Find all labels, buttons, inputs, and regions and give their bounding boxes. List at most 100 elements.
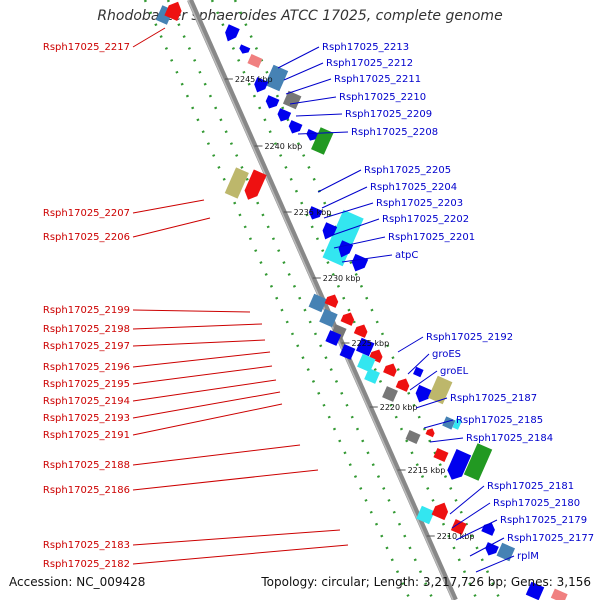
left-gene-label[interactable]: Rsph17025_2198 <box>43 324 130 335</box>
gene-feature[interactable] <box>382 386 398 402</box>
gene-box[interactable] <box>339 344 356 360</box>
left-gene-label[interactable]: Rsph17025_2183 <box>43 540 130 551</box>
gene-arrow[interactable] <box>395 376 412 392</box>
gene-feature[interactable] <box>353 322 370 338</box>
right-gene-label[interactable]: Rsph17025_2202 <box>382 214 469 225</box>
right-gene-label[interactable]: Rsph17025_2212 <box>326 58 413 69</box>
left-gene-label[interactable]: Rsph17025_2196 <box>43 362 130 373</box>
gene-feature[interactable] <box>264 95 280 111</box>
gene-feature[interactable] <box>481 520 497 536</box>
right-gene-label[interactable]: groES <box>432 349 461 360</box>
right-gene-label[interactable]: Rsph17025_2213 <box>322 42 409 53</box>
gene-feature[interactable] <box>433 448 449 462</box>
gene-box[interactable] <box>364 368 380 384</box>
gene-feature[interactable] <box>525 581 545 600</box>
gene-box[interactable] <box>413 366 424 378</box>
left-gene-label[interactable]: Rsph17025_2188 <box>43 460 130 471</box>
gene-box[interactable] <box>325 330 342 346</box>
right-gene-label[interactable]: Rsph17025_2205 <box>364 165 451 176</box>
gene-box[interactable] <box>357 353 376 373</box>
right-gene-label[interactable]: Rsph17025_2211 <box>334 74 421 85</box>
gene-box[interactable] <box>319 308 338 328</box>
right-gene-label[interactable]: Rsph17025_2192 <box>426 332 513 343</box>
gene-arrow[interactable] <box>353 322 370 338</box>
left-gene-label[interactable]: Rsph17025_2206 <box>43 232 130 243</box>
gene-feature[interactable] <box>339 344 356 360</box>
gene-feature[interactable] <box>450 519 467 535</box>
gene-box[interactable] <box>282 90 302 110</box>
gene-feature[interactable] <box>307 206 323 222</box>
gene-arrow[interactable] <box>431 500 451 521</box>
right-gene-label[interactable]: Rsph17025_2177 <box>507 533 594 544</box>
gene-feature[interactable] <box>483 542 499 558</box>
gene-feature[interactable] <box>322 209 364 267</box>
gene-box[interactable] <box>247 54 263 68</box>
gene-box[interactable] <box>442 416 456 430</box>
gene-arrow[interactable] <box>242 169 267 202</box>
gene-feature[interactable] <box>287 120 303 136</box>
gene-arrow[interactable] <box>252 77 269 95</box>
gene-arrow[interactable] <box>222 24 240 43</box>
gene-feature[interactable] <box>428 375 453 405</box>
gene-feature[interactable] <box>349 253 369 274</box>
right-gene-label[interactable]: Rsph17025_2201 <box>388 232 475 243</box>
gene-feature[interactable] <box>463 443 493 481</box>
gene-feature[interactable] <box>264 64 289 92</box>
right-gene-label[interactable]: Rsph17025_2185 <box>456 415 543 426</box>
gene-box[interactable] <box>450 519 467 535</box>
gene-feature[interactable] <box>413 366 424 378</box>
gene-feature[interactable] <box>319 308 338 328</box>
right-gene-label[interactable]: Rsph17025_2209 <box>345 109 432 120</box>
gene-feature[interactable] <box>416 505 435 525</box>
left-gene-label[interactable]: Rsph17025_2207 <box>43 208 130 219</box>
gene-box[interactable] <box>452 418 463 430</box>
right-gene-label[interactable]: Rsph17025_2203 <box>376 198 463 209</box>
gene-feature[interactable] <box>444 449 472 483</box>
gene-feature[interactable] <box>324 292 341 308</box>
gene-box[interactable] <box>525 581 545 600</box>
right-gene-label[interactable]: Rsph17025_2204 <box>370 182 457 193</box>
right-gene-label[interactable]: Rsph17025_2181 <box>487 481 574 492</box>
gene-feature[interactable] <box>442 416 456 430</box>
gene-feature[interactable] <box>395 376 412 392</box>
gene-arrow[interactable] <box>425 427 437 438</box>
gene-box[interactable] <box>433 448 449 462</box>
left-gene-label[interactable]: Rsph17025_2197 <box>43 341 130 352</box>
right-gene-label[interactable]: Rsph17025_2180 <box>493 498 580 509</box>
gene-feature[interactable] <box>496 542 516 562</box>
right-gene-label[interactable]: Rsph17025_2179 <box>500 515 587 526</box>
gene-arrow[interactable] <box>287 120 303 136</box>
gene-box[interactable] <box>405 430 421 444</box>
left-gene-label[interactable]: Rsph17025_2199 <box>43 305 130 316</box>
left-gene-label[interactable]: Rsph17025_2193 <box>43 413 130 424</box>
gene-feature[interactable] <box>311 127 334 155</box>
gene-feature[interactable] <box>247 54 263 68</box>
gene-feature[interactable] <box>405 430 421 444</box>
gene-feature[interactable] <box>431 500 451 521</box>
gene-box[interactable] <box>463 443 493 481</box>
gene-feature[interactable] <box>222 24 240 43</box>
gene-feature[interactable] <box>325 330 342 346</box>
gene-box[interactable] <box>428 375 453 405</box>
gene-arrow[interactable] <box>324 292 341 308</box>
right-gene-label[interactable]: Rsph17025_2208 <box>351 127 438 138</box>
right-gene-label[interactable]: Rsph17025_2187 <box>450 393 537 404</box>
gene-box[interactable] <box>224 167 249 199</box>
gene-arrow[interactable] <box>444 449 472 483</box>
gene-arrow[interactable] <box>481 520 497 536</box>
gene-feature[interactable] <box>452 418 463 430</box>
gene-feature[interactable] <box>357 353 376 373</box>
gene-box[interactable] <box>382 386 398 402</box>
left-gene-label[interactable]: Rsph17025_2217 <box>43 42 130 53</box>
gene-arrow[interactable] <box>238 44 251 55</box>
right-gene-label[interactable]: Rsph17025_2210 <box>339 92 426 103</box>
gene-box[interactable] <box>416 505 435 525</box>
gene-arrow[interactable] <box>264 95 280 111</box>
gene-feature[interactable] <box>252 77 269 95</box>
right-gene-label[interactable]: groEL <box>440 366 469 377</box>
left-gene-label[interactable]: Rsph17025_2195 <box>43 379 130 390</box>
gene-arrow[interactable] <box>349 253 369 274</box>
gene-feature[interactable] <box>164 0 184 22</box>
gene-box[interactable] <box>264 64 289 92</box>
